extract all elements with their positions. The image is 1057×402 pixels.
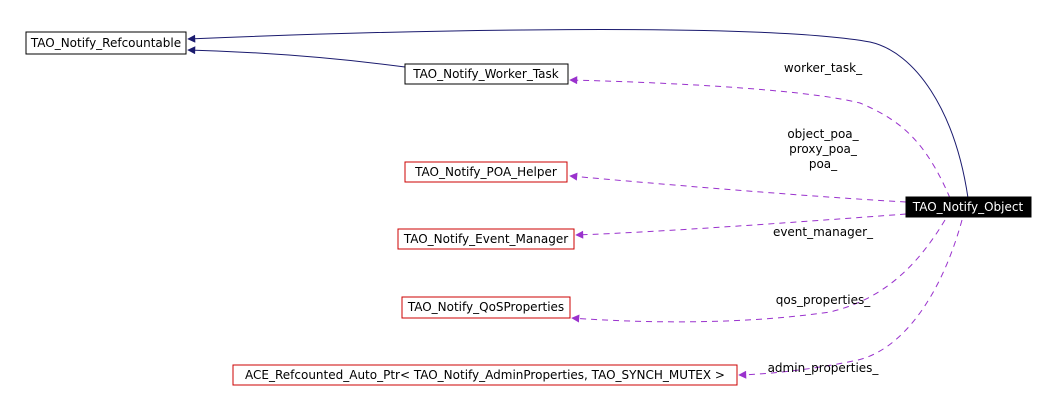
edge-labels: worker_task_ object_poa_ proxy_poa_ poa_… [768,61,880,375]
edge-label-poa: poa_ [809,157,838,171]
inheritance-edges [187,29,969,199]
edge-label-object-poa: object_poa_ [787,127,859,141]
node-auto-ptr[interactable]: ACE_Refcounted_Auto_Ptr< TAO_Notify_Admi… [232,364,738,386]
node-event-manager-label: TAO_Notify_Event_Manager [403,232,568,246]
node-poa-helper-label: TAO_Notify_POA_Helper [414,165,557,179]
usage-edges [569,76,963,379]
edge-label-proxy-poa: proxy_poa_ [789,142,858,156]
edge-object-to-refcountable [187,29,969,199]
node-object-label: TAO_Notify_Object [912,200,1024,214]
edge-label-admin-properties: admin_properties_ [768,361,880,375]
edge-object-to-poa-helper [569,172,907,203]
node-poa-helper[interactable]: TAO_Notify_POA_Helper [404,161,568,183]
node-object[interactable]: TAO_Notify_Object [905,196,1032,218]
node-qos-properties-label: TAO_Notify_QoSProperties [407,300,564,314]
node-refcountable-label: TAO_Notify_Refcountable [30,36,181,50]
edge-label-event-manager: event_manager_ [773,225,874,239]
edge-label-qos-properties: qos_properties_ [776,293,871,307]
edge-object-to-worker-task [569,76,951,199]
edge-label-worker-task: worker_task_ [784,61,863,75]
node-refcountable[interactable]: TAO_Notify_Refcountable [25,31,187,55]
node-auto-ptr-label: ACE_Refcounted_Auto_Ptr< TAO_Notify_Admi… [245,368,725,382]
node-qos-properties[interactable]: TAO_Notify_QoSProperties [401,296,571,319]
edge-object-to-qos-properties [571,219,946,323]
node-worker-task[interactable]: TAO_Notify_Worker_Task [404,63,569,85]
edge-object-to-auto-ptr [738,219,963,379]
edge-worker-task-to-refcountable [187,46,406,68]
node-worker-task-label: TAO_Notify_Worker_Task [412,67,559,81]
node-event-manager[interactable]: TAO_Notify_Event_Manager [397,228,575,250]
